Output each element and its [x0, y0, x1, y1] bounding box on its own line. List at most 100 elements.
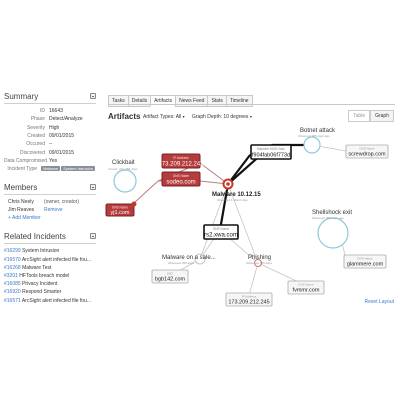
- cluster-node-malware-sale[interactable]: [194, 253, 206, 265]
- artifact-type-filter[interactable]: Artifact Types: All ▾: [143, 114, 185, 120]
- related-incident-item[interactable]: #16268 Malware Test: [4, 264, 96, 272]
- graph-depth-filter[interactable]: Graph Depth: 10 degrees ▾: [192, 114, 252, 120]
- field-value: --: [49, 141, 53, 148]
- related-incident-item[interactable]: #16570 ArcSight alert infected file fou.…: [4, 256, 96, 264]
- artifact-box-dns-center[interactable]: DNS Name rs2.xwa.com: [203, 224, 239, 240]
- artifact-type: DNS: [167, 272, 173, 276]
- artifact-graph[interactable]: Clickbait Closed, phis 456 days Botnet a…: [100, 125, 400, 310]
- graph-edge: [199, 183, 229, 260]
- reset-layout-link[interactable]: Reset Layout: [364, 299, 394, 305]
- tab-timeline[interactable]: Timeline: [225, 95, 253, 107]
- field-label: ID: [40, 108, 45, 115]
- collapse-icon[interactable]: [90, 184, 96, 191]
- artifact-type: DNS Name: [359, 147, 375, 151]
- incident-id-link[interactable]: #16268: [4, 264, 21, 271]
- artifact-box-ip-plain[interactable]: IP Address 173.209.212.245: [225, 292, 273, 307]
- artifact-type: Malware MD5 Hash: [257, 147, 285, 151]
- artifact-box-dns-red-small[interactable]: DNS Name yj1.com: [105, 201, 137, 217]
- tab-tasks[interactable]: Tasks: [108, 95, 128, 107]
- related-incident-item[interactable]: #16085 Privacy Incident: [4, 280, 96, 288]
- incident-id-link[interactable]: #3201: [4, 272, 18, 279]
- cluster-labels: Clickbait Closed, phis 456 days Botnet a…: [108, 128, 352, 265]
- left-panel: Summary ID 16643 Phase Detect/Analyze Se…: [4, 92, 96, 305]
- tab-news-feed[interactable]: News Feed: [175, 95, 208, 107]
- member-name[interactable]: Chris Neely: [8, 199, 34, 206]
- incident-name: ArcSight alert infected file fou...: [21, 256, 92, 263]
- member-row: Chris Neely (owner, creator): [4, 198, 96, 206]
- field-value: 09/01/2015: [49, 149, 75, 156]
- cluster-name: Clickbait: [112, 160, 135, 166]
- cluster-node-phishing[interactable]: [254, 259, 262, 267]
- graph-depth-filter-label: Graph Depth: 10 degrees: [192, 114, 249, 120]
- incident-id-link[interactable]: #16920: [4, 289, 21, 296]
- artifact-box-ip-red[interactable]: IP Address 173.209.212.241: [158, 153, 204, 169]
- malware-node-name: Malware 10.12.15: [212, 192, 261, 198]
- tab-artifacts[interactable]: Artifacts: [150, 95, 176, 107]
- artifact-value: rs2.xwa.com: [204, 233, 238, 239]
- field-value: 09/01/2015: [49, 133, 75, 140]
- field-label: Severity: [26, 124, 45, 131]
- incident-type-tag[interactable]: Malware: [41, 166, 61, 172]
- incident-id-link[interactable]: #16571: [4, 297, 21, 304]
- artifact-type: IP Address: [173, 156, 189, 160]
- cluster-node-clickbait[interactable]: [113, 169, 137, 193]
- related-incidents-title: Related Incidents: [4, 232, 66, 242]
- cluster-name: Malware on a sale...: [162, 255, 216, 261]
- cluster-node-botnet[interactable]: [303, 136, 321, 154]
- artifact-box-bg: [287, 280, 325, 295]
- artifact-type: DNS Name: [357, 257, 373, 261]
- related-incident-item[interactable]: #16920 Respond Smarter: [4, 288, 96, 296]
- member-row: Jim Reaves Remove: [4, 206, 96, 214]
- members-header: Members: [4, 183, 96, 196]
- summary-row-id: ID 16643: [4, 107, 96, 115]
- tab-details[interactable]: Details: [127, 95, 151, 107]
- member-name[interactable]: Jim Reaves: [8, 207, 35, 214]
- collapse-icon[interactable]: [90, 233, 96, 240]
- incident-id-link[interactable]: #16085: [4, 281, 21, 288]
- incident-id-link[interactable]: #16299: [4, 248, 21, 255]
- malware-node-dot: [226, 182, 230, 186]
- cluster-node-shellshock[interactable]: [317, 217, 349, 249]
- artifact-value: bgb142.com: [155, 277, 186, 283]
- artifact-box-screwdrop[interactable]: DNS Name screwdrop.com: [345, 144, 389, 159]
- add-member-link[interactable]: + Add Member: [8, 215, 41, 222]
- related-incident-item[interactable]: #16299 System Intrusion: [4, 247, 96, 255]
- collapse-icon[interactable]: [90, 93, 96, 99]
- field-label: Occured: [26, 141, 45, 148]
- graph-view-button[interactable]: Graph: [370, 110, 394, 122]
- summary-section: Summary ID 16643 Phase Detect/Analyze Se…: [4, 92, 96, 173]
- caret-down-icon: ▾: [249, 114, 252, 119]
- tab-stats[interactable]: Stats: [207, 95, 226, 107]
- artifact-box-dns-red[interactable]: DNS Name sodeo.com: [161, 171, 201, 187]
- artifact-box-bg: [151, 269, 189, 284]
- artifact-value: fvmmr.com: [293, 288, 320, 294]
- artifact-box-bgb142[interactable]: DNS bgb142.com: [151, 269, 189, 284]
- artifact-value: sodeo.com: [166, 180, 195, 186]
- cluster-sub: Observed 456 days: [168, 261, 195, 265]
- member-role: (owner, creator): [44, 199, 80, 206]
- artifact-type: DNS Name: [298, 283, 314, 287]
- caret-down-icon: ▾: [182, 114, 185, 119]
- artifact-box-fvmmr[interactable]: DNS Name fvmmr.com: [287, 280, 325, 295]
- artifact-box-bg: [250, 144, 292, 160]
- cluster-sub: Observed 456 days: [246, 261, 273, 265]
- graph-edge: [218, 183, 230, 231]
- related-incident-item[interactable]: #3201 HFTools breach model: [4, 272, 96, 280]
- artifact-box-glammere[interactable]: DNS Name glammere.com: [343, 254, 387, 269]
- members-title: Members: [4, 183, 38, 193]
- alert-badge-icon: [131, 201, 137, 207]
- artifact-type: DNS Name: [173, 174, 189, 178]
- graph-edge: [227, 183, 259, 264]
- artifact-box-md5[interactable]: Malware MD5 Hash f904fab06f773d: [250, 144, 292, 160]
- malware-center-node[interactable]: Malware 10.12.15 Observed 1 Month Ago: [212, 178, 261, 203]
- incident-type-tag[interactable]: System Intrusion: [61, 166, 95, 172]
- incident-name: System Intrusion: [22, 248, 60, 255]
- incident-id-link[interactable]: #16570: [4, 256, 21, 263]
- summary-row-discovered: Discovered 09/01/2015: [4, 148, 96, 156]
- table-view-button[interactable]: Table: [348, 110, 371, 122]
- summary-row-occured: Occured --: [4, 140, 96, 148]
- artifact-value: yj1.com: [111, 210, 130, 216]
- related-incident-item[interactable]: #16571 ArcSight alert infected file fou.…: [4, 297, 96, 305]
- artifact-type-filter-label: Artifact Types: All: [143, 114, 182, 120]
- remove-member-link[interactable]: Remove: [44, 207, 63, 214]
